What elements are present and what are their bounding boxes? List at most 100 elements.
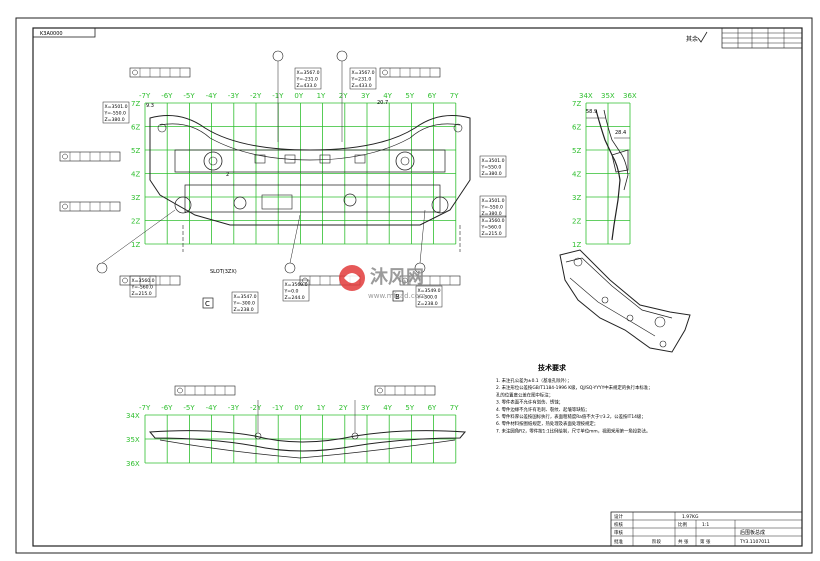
tolerance-frame: [59, 151, 121, 162]
outer-frame: [15, 17, 813, 554]
title-weight: 1.97KG: [682, 514, 699, 520]
top-x-label: -1Y: [272, 404, 284, 412]
coordinate-z: Z=215.0: [482, 231, 502, 237]
tech-req-line: 3. 零件表面不允许有划伤、锈蚀；: [496, 399, 563, 406]
coordinate-z: Z=380.0: [482, 171, 502, 177]
roughness-symbol-icon: [697, 31, 708, 43]
coordinate-z: Z=238.0: [234, 307, 254, 313]
title-block: 设计 校核 审核 批准 1.97KG 比例 1:1 共 张 第 张 阶段 后围板…: [610, 511, 803, 547]
code-box-text: K3A0000: [40, 31, 63, 37]
balloon-3: [96, 262, 108, 274]
front-view-grid: [144, 102, 457, 245]
side-z-label: 1Z: [572, 241, 581, 249]
front-x-label: 5Y: [405, 92, 414, 100]
position-tolerance-icon: [302, 277, 308, 284]
front-x-label: -4Y: [206, 92, 218, 100]
position-tolerance-icon: [377, 387, 383, 394]
balloon-4: [284, 262, 296, 274]
revision-table: [721, 27, 803, 49]
technical-requirements: 技术要求 1. 未注孔公差为±0.1（基准孔除外）；2. 未注形位公差按GB/T…: [496, 363, 653, 434]
tech-req-line: 4. 零件边缘不允许有毛刺、裂纹、起皱等缺陷；: [496, 406, 589, 413]
tech-req-title: 技术要求: [538, 363, 567, 372]
front-z-label: 2Z: [131, 218, 140, 226]
title-part-name: 后围板总成: [740, 529, 765, 536]
dim-58-9: 58.9: [586, 109, 597, 115]
tolerance-frame: [379, 67, 441, 78]
tech-req-line: 6. 零件材料按图纸规定，热处理及表面处理按规定；: [496, 420, 598, 427]
top-x-label: -5Y: [183, 404, 195, 412]
inner-frame: [32, 27, 803, 547]
front-z-label: 1Z: [131, 241, 140, 249]
coordinate-y: Y=560.0: [481, 225, 502, 231]
dim-28-4: 28.4: [615, 130, 626, 136]
coordinate-y: Y=-231.0: [296, 77, 319, 83]
side-z-label: 7Z: [572, 100, 581, 108]
top-x-label: -4Y: [206, 404, 218, 412]
top-x-label: 5Y: [405, 404, 414, 412]
position-tolerance-icon: [177, 387, 183, 394]
top-y-label: 36X: [126, 460, 140, 468]
top-x-label: -2Y: [250, 404, 262, 412]
tolerance-frame: [374, 385, 436, 396]
title-sheet-total: 共 张: [678, 538, 689, 545]
coordinate-y: Y=-300.0: [233, 301, 256, 307]
top-y-label: 34X: [126, 412, 140, 420]
tech-req-line: 5. 零件料厚公差按国标执行，表面粗糙度Ra值不大于▽3.2，公差按IT14级；: [496, 413, 646, 420]
position-tolerance-icon: [132, 69, 138, 76]
position-tolerance-icon: [402, 277, 408, 284]
coordinate-box: X=3569.0Y=0.0Z=244.0: [282, 279, 310, 302]
front-x-label: -2Y: [250, 92, 262, 100]
front-x-label: 2Y: [339, 92, 348, 100]
front-z-label: 4Z: [131, 171, 140, 179]
tolerance-frame: [399, 275, 461, 286]
coordinate-z: Z=433.0: [352, 83, 372, 89]
top-x-label: -6Y: [161, 404, 173, 412]
front-dims: 9.3 2 20.7 SLOT(3ZX): [146, 100, 388, 275]
title-row-design: 设计: [614, 513, 623, 520]
front-x-label: -6Y: [161, 92, 173, 100]
title-stage: 阶段: [652, 538, 661, 545]
code-box: K3A0000: [32, 27, 96, 38]
title-scale-value: 1:1: [702, 522, 709, 528]
coordinate-box: X=3547.0Y=-300.0Z=238.0: [231, 291, 259, 314]
top-x-label: 6Y: [428, 404, 437, 412]
front-x-label: -7Y: [139, 92, 151, 100]
coordinate-x: X=3560.0: [482, 218, 505, 224]
coordinate-x: X=3549.0: [418, 288, 441, 294]
callout-balloons: [96, 50, 426, 274]
coordinate-box: X=3501.0Y=-550.0Z=380.0: [102, 101, 130, 124]
title-row-approve: 批准: [614, 538, 623, 545]
front-x-label: 3Y: [361, 92, 370, 100]
coordinate-x: X=3567.0: [352, 70, 375, 76]
position-tolerance-icon: [382, 69, 388, 76]
watermark: 沐风网 www.mfcad.com: [339, 265, 426, 300]
coordinate-y: Y=-550.0: [481, 205, 504, 211]
balloon-1: [272, 50, 284, 62]
balloon-2: [336, 50, 348, 62]
coordinate-z: Z=380.0: [482, 211, 502, 217]
side-z-label: 3Z: [572, 194, 581, 202]
front-z-label: 5Z: [131, 147, 140, 155]
dim-9-3: 9.3: [146, 103, 154, 109]
side-z-label: 6Z: [572, 124, 581, 132]
title-scale-label: 比例: [678, 521, 687, 528]
side-view-part: [595, 109, 629, 241]
coordinate-box: X=3567.0Y=231.0Z=433.0: [349, 67, 377, 90]
front-x-label: 6Y: [428, 92, 437, 100]
dim-20-7: 20.7: [377, 100, 388, 106]
coordinate-x: X=3501.0: [482, 198, 505, 204]
coordinate-y: Y=300.0: [417, 295, 438, 301]
coordinate-x: X=3501.0: [482, 158, 505, 164]
side-z-label: 4Z: [572, 171, 581, 179]
slot-note: SLOT(3ZX): [210, 269, 237, 275]
coordinate-y: Y=-550.0: [104, 111, 127, 117]
side-top-label: 34X: [579, 92, 593, 100]
watermark-text: 沐风网: [370, 266, 424, 288]
tech-req-line: 孔的位置度公差在图中标注；: [496, 391, 553, 398]
side-z-label: 5Z: [572, 147, 581, 155]
top-x-label: 1Y: [317, 404, 326, 412]
tolerance-frame: [129, 67, 191, 78]
